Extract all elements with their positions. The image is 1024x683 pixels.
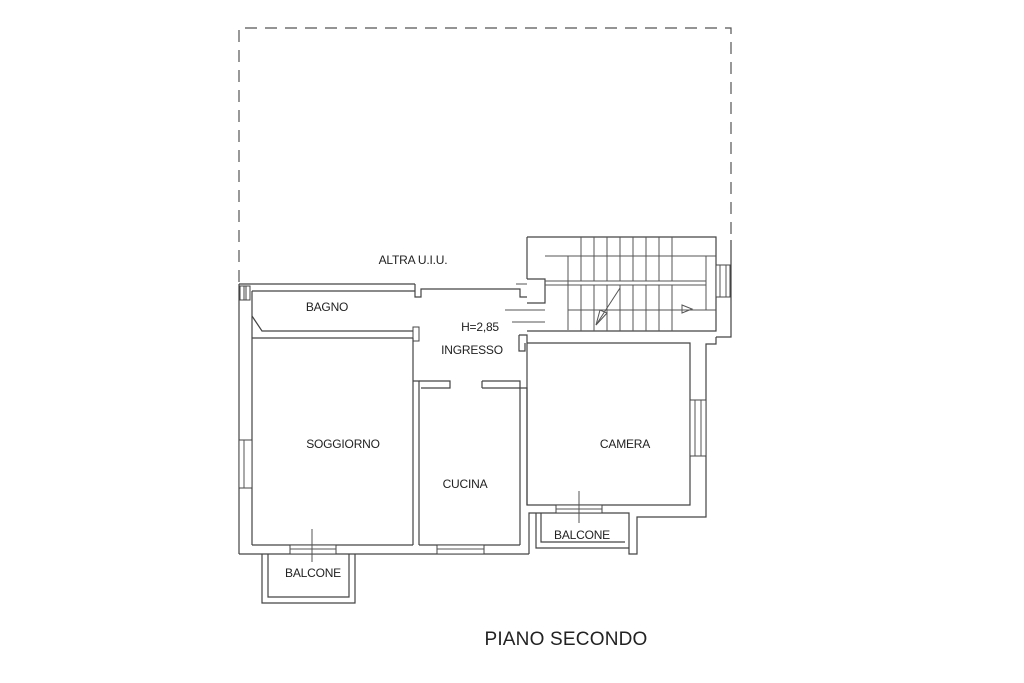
bagno-label: BAGNO <box>306 300 348 314</box>
ingresso-label: INGRESSO <box>441 343 503 357</box>
camera-label: CAMERA <box>600 437 650 451</box>
cucina-label: CUCINA <box>443 477 488 491</box>
ingresso-walls <box>412 334 528 545</box>
balcone-right-label: BALCONE <box>554 528 610 542</box>
height-label: H=2,85 <box>461 320 499 334</box>
floor-title: PIANO SECONDO <box>484 629 647 650</box>
windows <box>238 399 707 562</box>
soggiorno-label: SOGGIORNO <box>306 437 380 451</box>
other-unit-outline <box>238 27 732 282</box>
bagno-room <box>239 285 420 342</box>
staircase <box>505 236 731 332</box>
camera-window <box>689 399 707 457</box>
soggiorno-window <box>238 439 253 489</box>
outer-walls <box>238 240 732 555</box>
balconies <box>261 513 629 604</box>
balcone-left-label: BALCONE <box>285 566 341 580</box>
altra-uiu-label: ALTRA U.I.U. <box>379 253 448 267</box>
